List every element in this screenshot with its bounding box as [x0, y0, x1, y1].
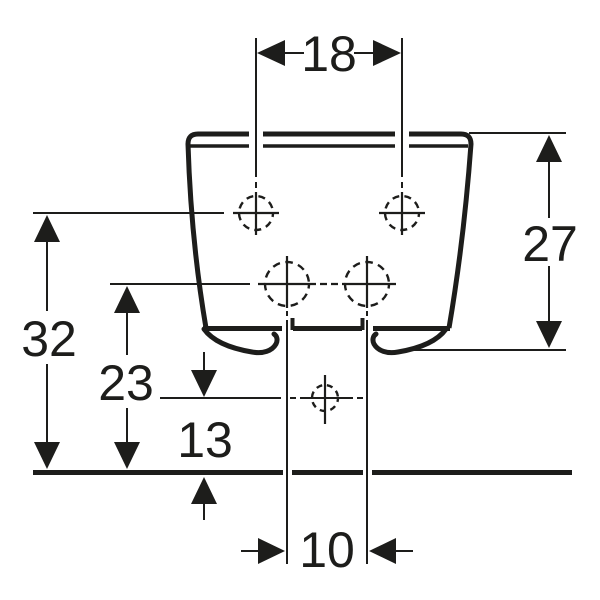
dimension-upper-holes-height: 32 — [21, 212, 224, 469]
fixing-holes — [233, 192, 425, 424]
arrow-up-icon — [34, 215, 60, 242]
dim-label-lower-holes-height: 23 — [98, 355, 154, 411]
fixing-hole-bottom-center — [310, 375, 340, 424]
arrow-up-icon — [191, 477, 217, 504]
arrow-right-icon — [373, 40, 401, 66]
dimension-lower-hole-spacing: 10 — [241, 522, 413, 578]
dim-label-body-height: 27 — [522, 216, 578, 272]
body-left-edge — [185, 131, 249, 329]
arrow-down-icon — [114, 442, 140, 469]
dim-label-center-hole-height: 13 — [177, 412, 233, 468]
fixing-hole-lower-left — [258, 256, 327, 308]
dim-label-upper-holes-height: 32 — [21, 311, 77, 367]
extension-lines — [255, 38, 403, 564]
arrow-left-icon — [369, 538, 396, 564]
dimension-body-height: 27 — [404, 132, 578, 351]
arrow-left-icon — [257, 40, 285, 66]
fixing-hole-lower-right — [331, 256, 396, 308]
arrow-down-icon — [191, 370, 217, 397]
dimension-center-hole-height: 13 — [160, 352, 363, 520]
fixing-hole-upper-right — [379, 192, 425, 235]
dim-label-lower-hole-spacing: 10 — [299, 522, 355, 578]
body-foot-right — [370, 326, 449, 356]
arrow-down-icon — [34, 442, 60, 469]
dimension-upper-hole-spacing: 18 — [257, 26, 401, 82]
arrow-right-icon — [258, 538, 285, 564]
body-right-edge — [409, 131, 474, 329]
arrow-up-icon — [536, 135, 562, 162]
dimension-lower-holes-height: 23 — [98, 283, 250, 469]
arrow-down-icon — [536, 321, 562, 348]
fixing-hole-upper-left — [233, 192, 279, 235]
dim-label-upper-hole-spacing: 18 — [301, 26, 357, 82]
body-foot-left — [201, 326, 280, 356]
arrow-up-icon — [114, 286, 140, 313]
bidet-body-outline — [185, 131, 474, 356]
